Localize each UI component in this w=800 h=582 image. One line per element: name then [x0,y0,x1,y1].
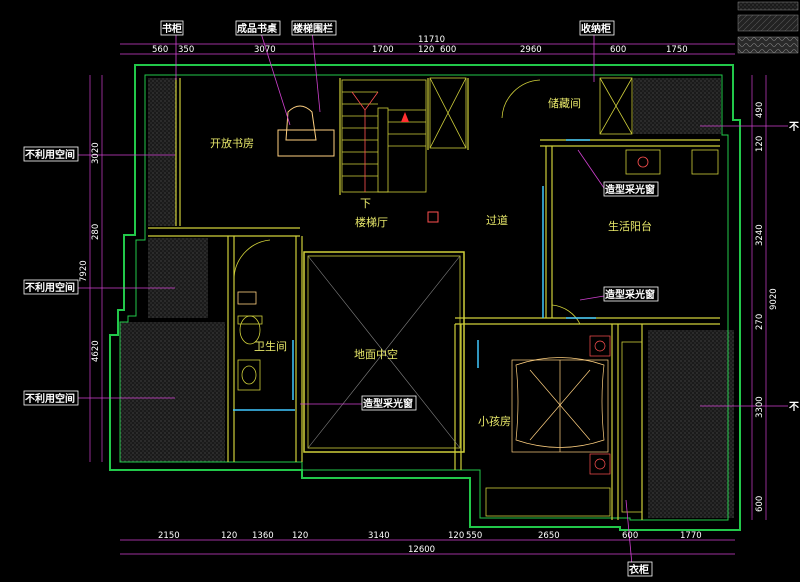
dim-bottom-5: 120 [448,531,464,541]
tag-window-3: 造型采光窗 [363,397,413,410]
room-stair-hall: 楼梯厅 [355,215,388,229]
dim-top-2: 3070 [254,45,276,55]
dim-right-4: 3300 [755,396,765,418]
dim-bottom-4: 3140 [368,531,390,541]
room-stair-down: 下 [360,197,371,210]
zone-left-middle [148,238,208,318]
dim-right-3: 270 [755,314,765,330]
dim-bottom-8: 600 [622,531,638,541]
dim-top-1: 350 [178,45,194,55]
tag-window-1: 造型采光窗 [605,183,655,196]
cabinets [429,77,643,517]
dimension-top: 11710 560 350 3070 1700 120 600 2960 600… [152,35,688,55]
zone-left-bottom [120,322,225,462]
dim-bottom-3: 120 [292,531,308,541]
door-swings [233,79,581,325]
room-bathroom: 卫生间 [254,339,287,353]
room-void: 地面中空 [354,347,398,361]
room-study: 开放书房 [210,136,254,150]
legend-swatch-hatch-light [737,1,799,11]
room-storage: 储藏间 [548,96,581,110]
zone-study-bookcase [148,78,176,226]
dim-right-0: 490 [755,102,765,118]
dim-top-3: 1700 [372,45,394,55]
dim-bottom-total: 12600 [408,545,435,555]
legend-swatch-hatch-pattern [737,36,799,54]
dim-right-5: 600 [755,496,765,512]
legend-swatch-hatch-dark [737,14,799,32]
dim-bottom-7: 2650 [538,531,560,541]
dim-top-4: 120 [418,45,434,55]
tag-bookcase: 书柜 [162,22,182,35]
room-kids: 小孩房 [478,415,511,428]
dim-left-0: 3020 [91,142,101,164]
dim-left-2: 4620 [91,340,101,362]
unusable-zones [120,78,734,518]
dimension-lines [89,43,767,555]
tag-railing: 楼梯围栏 [293,22,333,35]
tag-unusable-2: 不利用空间 [25,281,75,294]
staircase [341,79,427,193]
void-area [303,251,465,453]
room-balcony: 生活阳台 [608,219,652,233]
dim-top-5: 600 [440,45,456,55]
dim-left-outer: 7920 [79,260,89,282]
dimension-bottom: 2150 120 1360 120 3140 120 550 2650 600 … [158,531,702,555]
tag-unusable-3: 不利用空间 [25,392,75,405]
tags: 书柜 成品书桌 楼梯围栏 收纳柜 不利用空间 不利用空间 不利用空间 不 不 造… [23,20,799,577]
dim-bottom-0: 2150 [158,531,180,541]
dim-bottom-1: 120 [221,531,237,541]
tag-unusable-1: 不利用空间 [25,148,75,161]
floor-drain-icon [427,211,439,223]
legend-swatches [737,1,799,54]
dim-bottom-6: 550 [466,531,482,541]
tag-window-2: 造型采光窗 [605,288,655,301]
inner-outline [119,74,729,521]
room-labels: 开放书房 下 楼梯厅 过道 储藏间 生活阳台 卫生间 地面中空 小孩房 [210,96,652,428]
room-corridor: 过道 [486,213,508,227]
dimension-left: 7920 3020 280 4620 [79,142,101,362]
tag-unusable-right-1: 不 [789,121,799,133]
dim-top-total: 11710 [418,35,445,45]
stair-arrow-icon [401,112,409,122]
tag-unusable-right-2: 不 [789,401,799,413]
tag-wardrobe: 衣柜 [629,563,649,576]
dim-top-0: 560 [152,45,168,55]
dim-right-total: 9020 [769,288,779,310]
zone-top-right [633,78,721,134]
dim-bottom-9: 1770 [680,531,702,541]
tag-cabinet: 收纳柜 [581,22,611,35]
outer-wall [109,64,741,531]
dim-bottom-2: 1360 [252,531,274,541]
dim-top-6: 2960 [520,45,542,55]
zone-right-bottom [648,330,734,518]
dimension-right: 490 120 3240 270 3300 600 9020 [755,102,779,512]
balcony-fixtures [625,149,719,175]
windows [233,139,596,411]
dim-left-1: 280 [91,224,101,240]
dim-right-1: 120 [755,136,765,152]
display-desk [277,105,335,157]
dim-right-2: 3240 [755,224,765,246]
tag-display-desk: 成品书桌 [237,22,277,35]
dim-top-7: 600 [610,45,626,55]
dim-top-8: 1750 [666,45,688,55]
bathroom-fixtures [237,291,263,391]
bed [511,335,611,475]
